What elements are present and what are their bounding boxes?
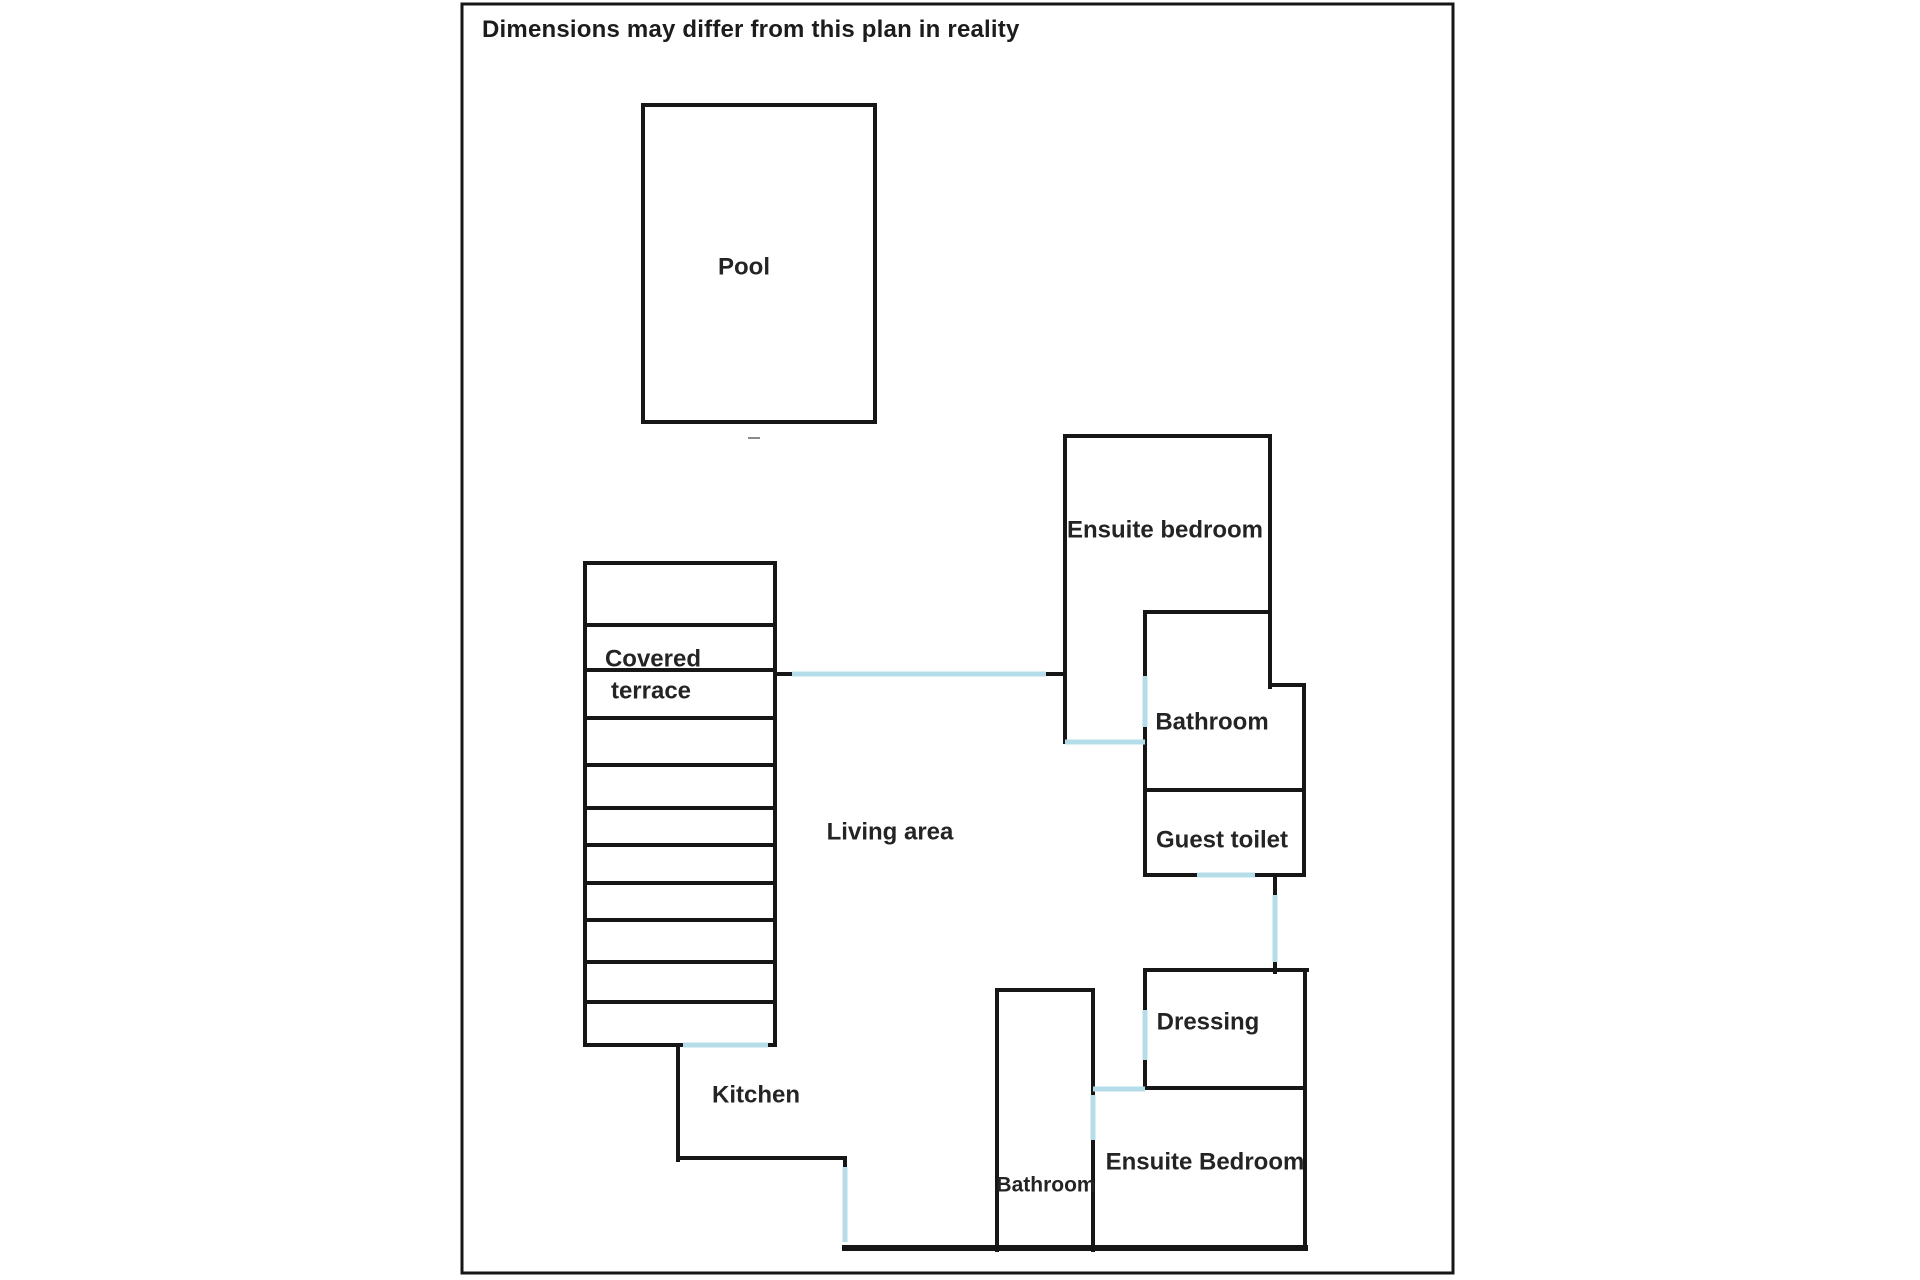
room-label-pool: Pool xyxy=(718,254,770,281)
room-label-ensuite-bedroom-bottom: Ensuite Bedroom xyxy=(1106,1149,1305,1176)
room-label-bathroom-bottom: Bathroom xyxy=(996,1174,1095,1197)
room-label-guest-toilet: Guest toilet xyxy=(1156,827,1288,854)
room-label-terrace: terrace xyxy=(611,678,691,705)
room-label-bathroom-top: Bathroom xyxy=(1155,709,1268,736)
covered-terrace-outline xyxy=(583,561,777,1047)
room-label-dressing: Dressing xyxy=(1157,1009,1260,1036)
room-label-covered: Covered xyxy=(605,646,701,673)
plan-border xyxy=(460,2,1455,1275)
room-label-ensuite-bedroom-top: Ensuite bedroom xyxy=(1067,517,1263,544)
disclaimer-text: Dimensions may differ from this plan in … xyxy=(482,16,1020,43)
room-label-living-area: Living area xyxy=(827,819,954,846)
pool-outline xyxy=(641,103,877,424)
room-label-kitchen: Kitchen xyxy=(712,1082,800,1109)
